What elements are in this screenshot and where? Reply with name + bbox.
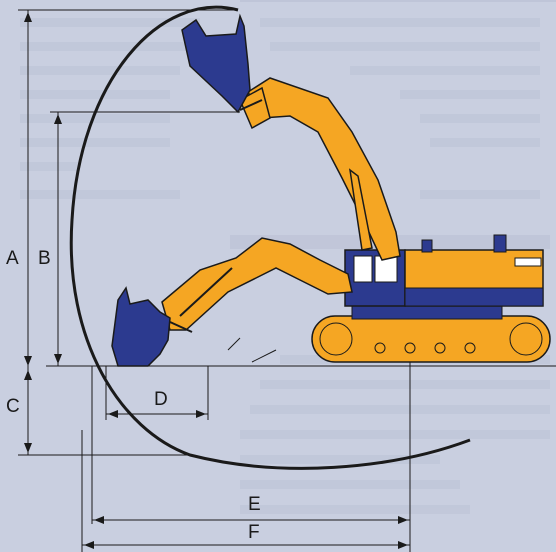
label-b: B	[38, 248, 51, 269]
digging-bucket-icon-lowered	[111, 286, 171, 367]
ground-mark	[227, 337, 241, 351]
label-d: D	[154, 389, 168, 410]
excavator-cab-icon	[344, 234, 544, 307]
dimension-f: F	[81, 430, 411, 552]
working-range-envelope	[69, 5, 471, 470]
raised-boom-arm	[239, 77, 401, 261]
label-f: F	[248, 522, 260, 543]
label-c: C	[6, 396, 20, 417]
lowered-boom-arm	[161, 237, 353, 333]
track-undercarriage-icon	[311, 304, 551, 363]
ground-mark	[251, 349, 277, 363]
label-e: E	[248, 494, 261, 515]
dimension-d: D	[105, 366, 209, 420]
dimension-b: B	[38, 111, 240, 366]
digging-bucket-icon-raised	[181, 13, 251, 114]
dimension-a: A	[6, 9, 238, 368]
label-a: A	[6, 248, 19, 269]
dimension-c: C	[6, 368, 190, 456]
